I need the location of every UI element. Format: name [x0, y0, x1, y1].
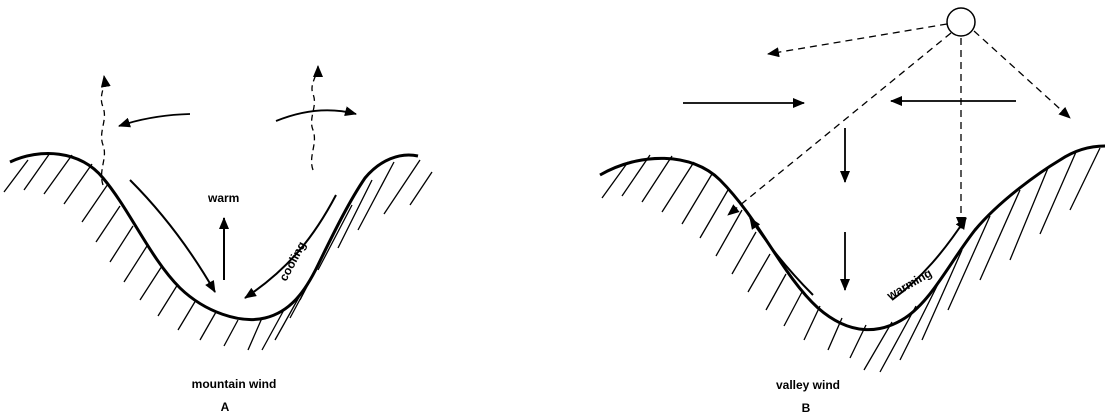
rising-air-right	[312, 66, 318, 170]
valley-surface-a	[10, 154, 418, 320]
panel-a: warm cooling mountain wind A	[4, 66, 432, 414]
downslope-arrow-right	[245, 195, 336, 298]
cooling-label: cooling	[276, 239, 308, 283]
warm-label: warm	[207, 191, 239, 205]
panel-b: warming valley wind B	[600, 8, 1105, 415]
diverging-arrow-right	[276, 110, 356, 121]
panel-a-letter: A	[221, 400, 230, 414]
rising-air-left	[101, 76, 104, 185]
valley-wind-caption: valley wind	[776, 378, 840, 392]
converging-arrow-left	[119, 114, 190, 126]
mountain-wind-caption: mountain wind	[192, 377, 277, 391]
sun-icon	[947, 8, 975, 36]
panel-b-letter: B	[802, 401, 811, 415]
valley-surface-b	[600, 146, 1105, 330]
ground-hatching-b	[602, 148, 1100, 372]
ground-hatching-a	[4, 153, 432, 350]
sun-rays	[728, 24, 1070, 228]
